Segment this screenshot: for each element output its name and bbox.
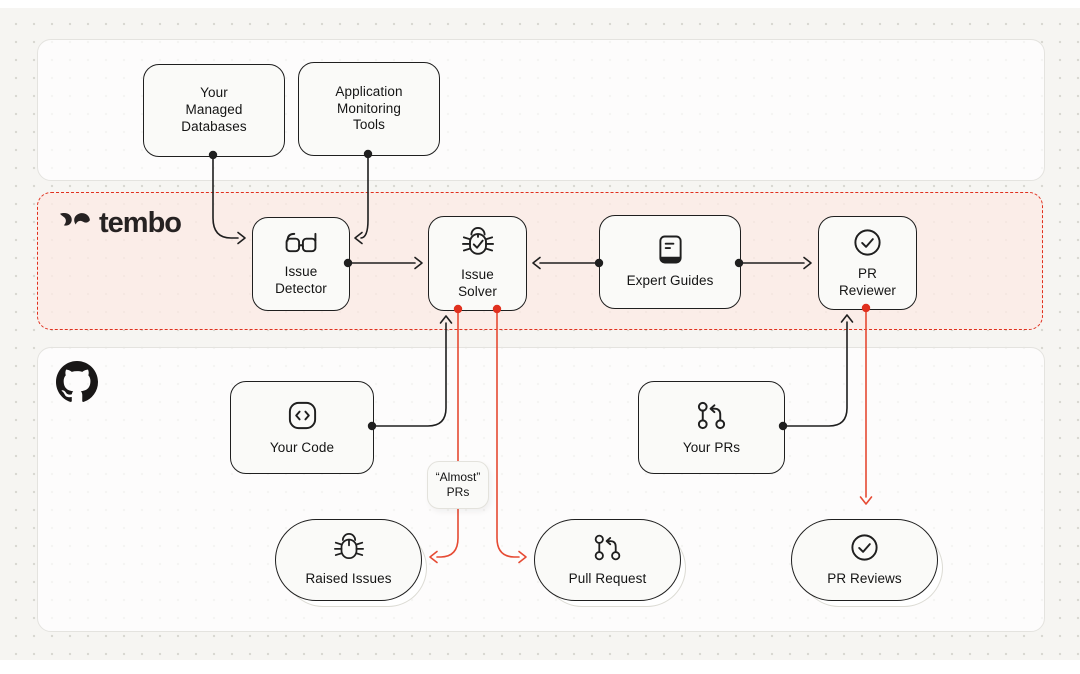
node-label: Application Monitoring Tools (335, 83, 403, 133)
node-label: Your Code (269, 439, 335, 455)
node-pull-request: Pull Request (534, 519, 681, 601)
bug-check-icon (461, 226, 494, 255)
node-label: Your PRs (682, 439, 741, 455)
git-pull-request-icon (594, 534, 621, 561)
badge-label: “Almost” PRs (435, 470, 481, 499)
almost-prs-badge: “Almost” PRs (427, 461, 489, 509)
node-label: Your Managed Databases (181, 85, 247, 134)
node-issue-detector: Issue Detector (252, 217, 350, 311)
check-circle-icon (851, 534, 878, 561)
node-label: Issue Detector (275, 263, 327, 296)
node-your-prs: Your PRs (638, 381, 785, 474)
check-circle-icon (854, 229, 881, 256)
node-label: Raised Issues (305, 570, 392, 586)
node-raised-issues: Raised Issues (275, 519, 422, 601)
node-your-managed-databases: Your Managed Databases (143, 64, 285, 157)
node-application-monitoring-tools: Application Monitoring Tools (298, 62, 440, 156)
node-your-code: Your Code (230, 381, 374, 474)
github-logo (56, 361, 98, 403)
journal-icon (658, 235, 682, 264)
github-icon (56, 361, 98, 402)
node-issue-solver: Issue Solver (428, 216, 527, 311)
node-pr-reviews: PR Reviews (791, 519, 938, 601)
tembo-mark-icon (60, 212, 90, 226)
tembo-wordmark: tembo (99, 207, 182, 239)
node-label: Pull Request (568, 571, 647, 587)
git-pull-request-icon (697, 401, 726, 429)
node-label: Issue Solver (458, 266, 497, 299)
code-icon (288, 401, 316, 429)
node-label: Expert Guides (626, 273, 714, 289)
node-label: PR Reviewer (838, 265, 897, 298)
bug-icon (333, 532, 364, 559)
node-expert-guides: Expert Guides (599, 215, 741, 309)
glasses-icon (285, 232, 317, 252)
tembo-logo: tembo (58, 207, 182, 240)
node-pr-reviewer: PR Reviewer (818, 216, 917, 310)
node-label: PR Reviews (827, 571, 902, 587)
